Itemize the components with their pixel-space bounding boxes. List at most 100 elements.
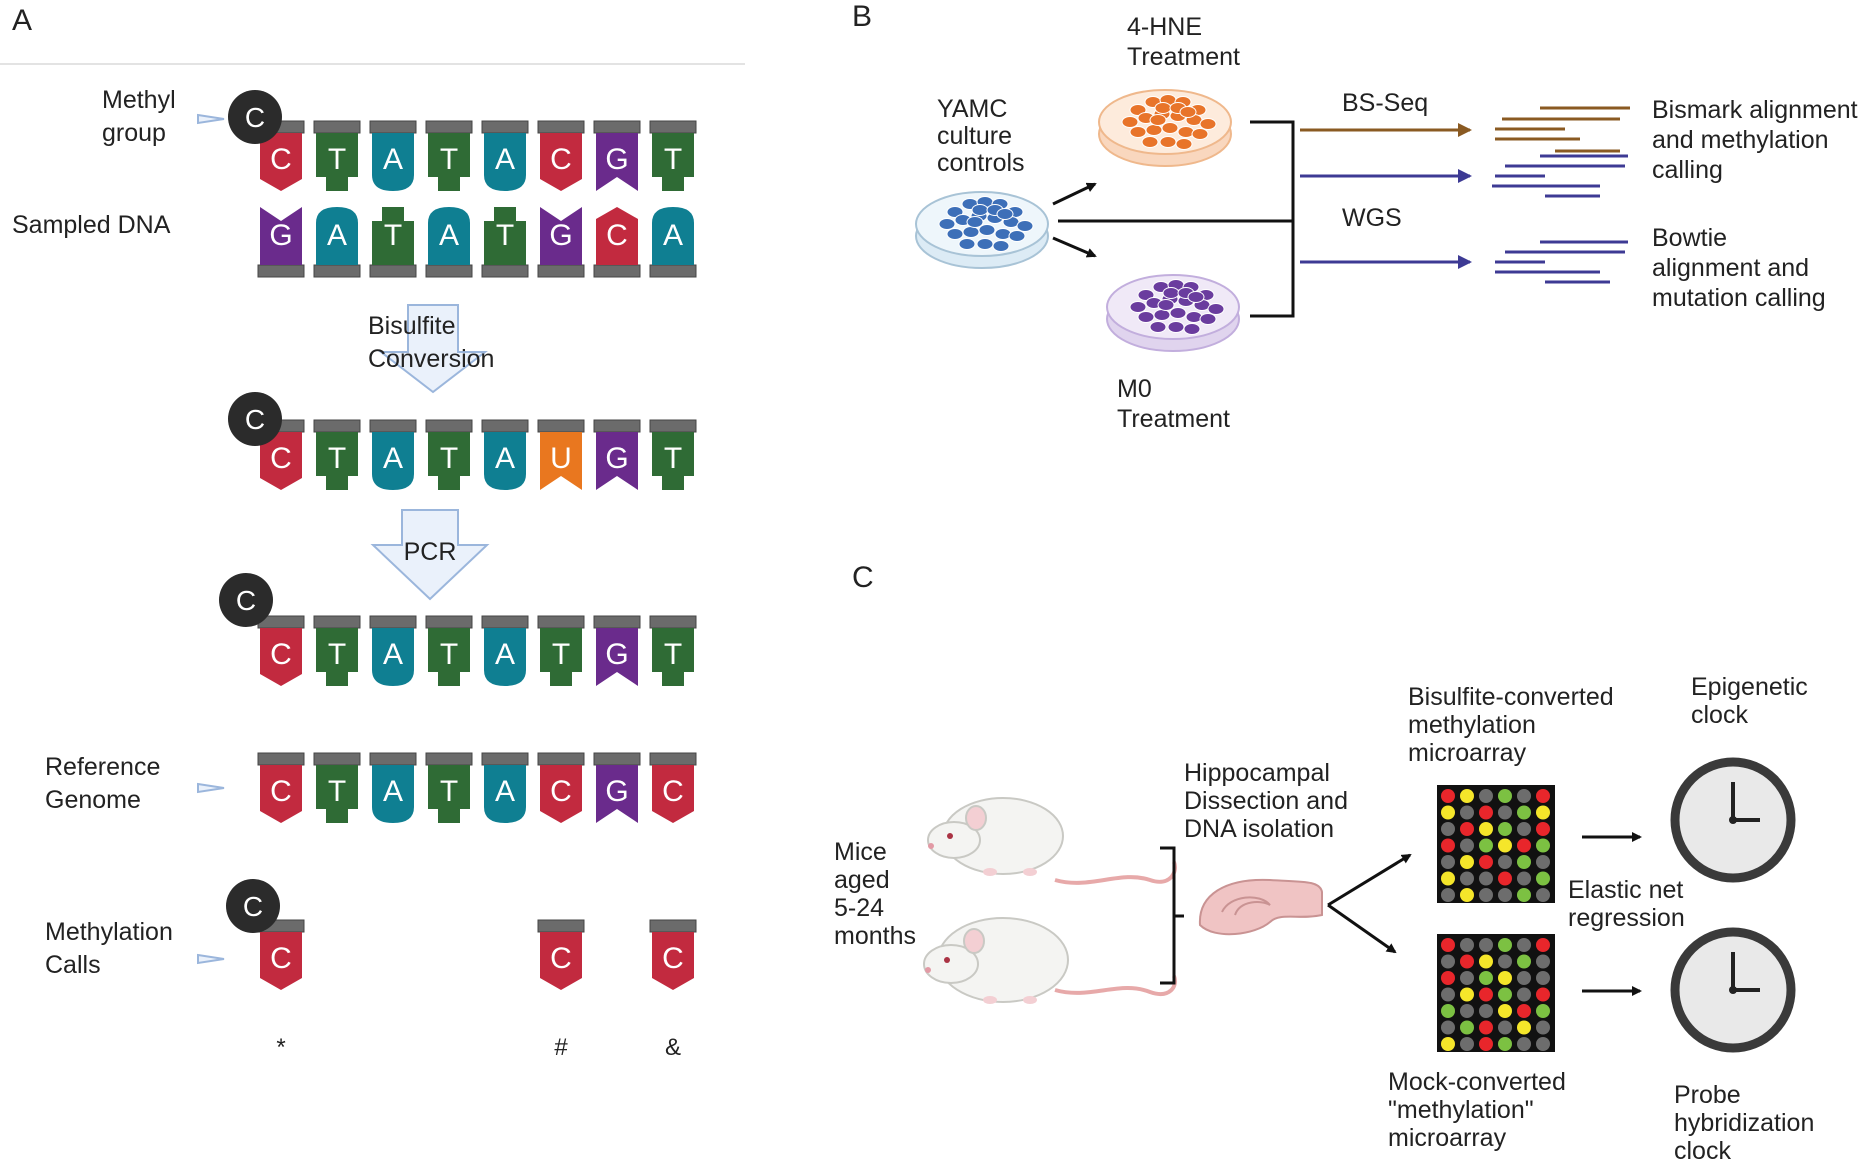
converted-base-a: [484, 432, 526, 490]
call-symbol: &: [665, 1034, 681, 1061]
sampled-top-base-letter: T: [328, 143, 346, 176]
call-base-letter: C: [270, 942, 292, 975]
mock-microarray: [1437, 934, 1555, 1052]
sampled-top-base-letter: C: [550, 143, 572, 176]
microarray-spot: [1498, 954, 1512, 969]
microarray-spot: [1479, 987, 1493, 1002]
cell: [1177, 126, 1195, 138]
microarray-spot: [1460, 938, 1474, 952]
methyl-group-icon: [226, 879, 280, 933]
sampled-bottom-base-letter: T: [384, 219, 402, 252]
pcr-base-t: [540, 628, 582, 686]
sampled-bottom-base-letter: G: [549, 219, 572, 252]
call-backbone: [537, 919, 585, 933]
microarray-spot: [1536, 838, 1550, 853]
sampled-top-base-t: [428, 133, 470, 191]
pcr-base-letter: A: [495, 638, 515, 671]
reference-base-letter: G: [605, 775, 628, 808]
call-base-letter: C: [662, 942, 684, 975]
epigenetic-clock-icon: [1670, 757, 1796, 883]
mouse-old: [923, 917, 1177, 1004]
microarray-spot: [1460, 838, 1474, 853]
converted-base-letter: U: [550, 442, 572, 475]
sampled-bottom-base-letter: C: [606, 219, 628, 252]
mice-bracket: [1160, 846, 1176, 985]
microarray-spot: [1498, 855, 1512, 869]
pcr-base-t: [428, 628, 470, 686]
microarray-spot: [1441, 888, 1455, 902]
panel-b-label: B: [852, 0, 872, 33]
methyl-group-icon: [228, 90, 282, 144]
cell: [971, 204, 989, 216]
cell: [1153, 309, 1171, 321]
cell: [1183, 323, 1201, 335]
sampled-bottom-base-a: [316, 207, 358, 265]
cell: [1169, 307, 1187, 319]
converted-base-a: [372, 432, 414, 490]
cell: [1207, 303, 1225, 315]
cell: [1141, 136, 1159, 148]
microarray-spot: [1498, 1037, 1512, 1051]
methyl-group-symbol: C: [236, 585, 256, 616]
microarray-spot: [1517, 789, 1531, 803]
microarray-spot: [1441, 938, 1455, 952]
microarray-spot: [1498, 987, 1512, 1002]
microarray-spot: [1498, 888, 1512, 902]
microarray-spot: [1536, 871, 1550, 886]
cell: [992, 240, 1010, 252]
microarray-spot: [1536, 888, 1550, 902]
call-base-letter: C: [550, 942, 572, 975]
sampled-bottom-base-letter: A: [327, 219, 347, 252]
sampled-top-base-letter: A: [495, 143, 515, 176]
microarray-spot: [1479, 1004, 1493, 1018]
microarray-spot: [1517, 971, 1531, 985]
cell: [1187, 291, 1205, 303]
pcr-arrow: [370, 509, 490, 601]
microarray-spot: [1460, 888, 1474, 902]
converted-base-letter: G: [605, 442, 628, 475]
sampled-bottom-base-letter: A: [663, 219, 683, 252]
microarray-spot: [1498, 1004, 1512, 1018]
pcr-base-letter: T: [664, 638, 682, 671]
converted-base-u: [540, 432, 582, 490]
sampled-top-base-a: [372, 133, 414, 191]
microarray-spot: [1460, 789, 1474, 803]
sampled-top-base-c: [260, 133, 302, 191]
cell: [1149, 114, 1167, 126]
microarray-spot: [1536, 1004, 1550, 1018]
call-symbol: #: [554, 1034, 568, 1061]
cell: [996, 208, 1014, 220]
pcr-base-letter: T: [440, 638, 458, 671]
microarray-spot: [1460, 1004, 1474, 1018]
call-backbone: [649, 919, 697, 933]
microarray-spot: [1441, 855, 1455, 869]
microarray-spot: [1479, 954, 1493, 969]
cell: [1185, 311, 1203, 323]
microarray-spot: [1441, 822, 1455, 836]
cell: [1016, 220, 1034, 232]
panel-c-label: C: [852, 561, 874, 594]
microarray-spot: [1460, 871, 1474, 886]
methyl-group-symbol: C: [243, 891, 263, 922]
microarray-spot: [1460, 954, 1474, 969]
microarray-spot: [1536, 805, 1550, 820]
microarray-spot: [1460, 971, 1474, 985]
pcr-base-letter: A: [383, 638, 403, 671]
pcr-label: PCR: [404, 538, 457, 566]
converted-base-letter: T: [440, 442, 458, 475]
converted-base-t: [428, 432, 470, 490]
microarray-spot: [1536, 822, 1550, 836]
microarray-spot: [1517, 1020, 1531, 1035]
arrow-to-m0: [1052, 236, 1097, 258]
cell: [1199, 118, 1217, 130]
call-base-c: [260, 932, 302, 990]
